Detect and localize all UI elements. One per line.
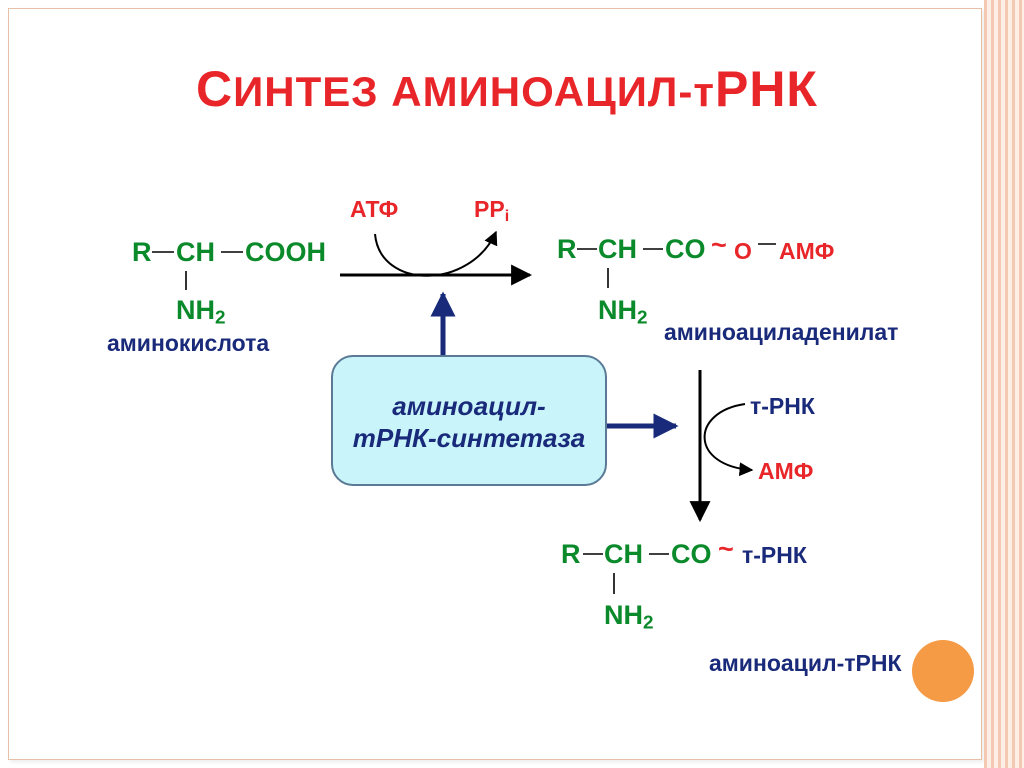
- aa-cooh: COOH: [245, 237, 326, 267]
- pr-r: R: [561, 539, 581, 569]
- pr-nh2: NH2: [604, 600, 654, 634]
- ad-nh2: NH2: [598, 295, 648, 329]
- trna-amp-curve: [703, 403, 754, 477]
- aa-nh2: NH2: [176, 295, 226, 329]
- atp-label: АТФ: [350, 196, 399, 222]
- enzyme-box: аминоацил- тРНК-синтетаза: [331, 355, 607, 486]
- pr-ch: CH: [604, 539, 643, 569]
- ad-tilde: ~: [711, 230, 727, 260]
- decorative-dot: [912, 640, 974, 702]
- page-title: СИНТЕЗ АМИНОАЦИЛ-тРНК: [196, 61, 818, 117]
- ad-o: O: [734, 238, 752, 264]
- ad-co: CO: [665, 234, 706, 264]
- aa-ch: CH: [176, 237, 215, 267]
- pr-co: CO: [671, 539, 712, 569]
- ad-amp: АМФ: [779, 238, 835, 264]
- aa-label: аминокислота: [107, 330, 270, 356]
- trna-label: т-РНК: [750, 393, 815, 419]
- atp-pp-curve: [374, 230, 498, 277]
- pp-label: PPi: [474, 196, 510, 226]
- enzyme-line-2: тРНК-синтетаза: [352, 423, 586, 453]
- pr-tilde: ~: [718, 534, 734, 564]
- ad-ch: CH: [598, 234, 637, 264]
- pr-trna: т-РНК: [742, 542, 807, 568]
- pr-label: аминоацил-тРНК: [709, 650, 902, 676]
- enzyme-line-1: аминоацил-: [392, 391, 546, 421]
- decorative-stripes: [984, 0, 1024, 768]
- aa-r: R: [132, 237, 152, 267]
- ad-r: R: [557, 234, 577, 264]
- ad-label: аминоациладенилат: [664, 319, 899, 345]
- amp-label: АМФ: [758, 458, 814, 484]
